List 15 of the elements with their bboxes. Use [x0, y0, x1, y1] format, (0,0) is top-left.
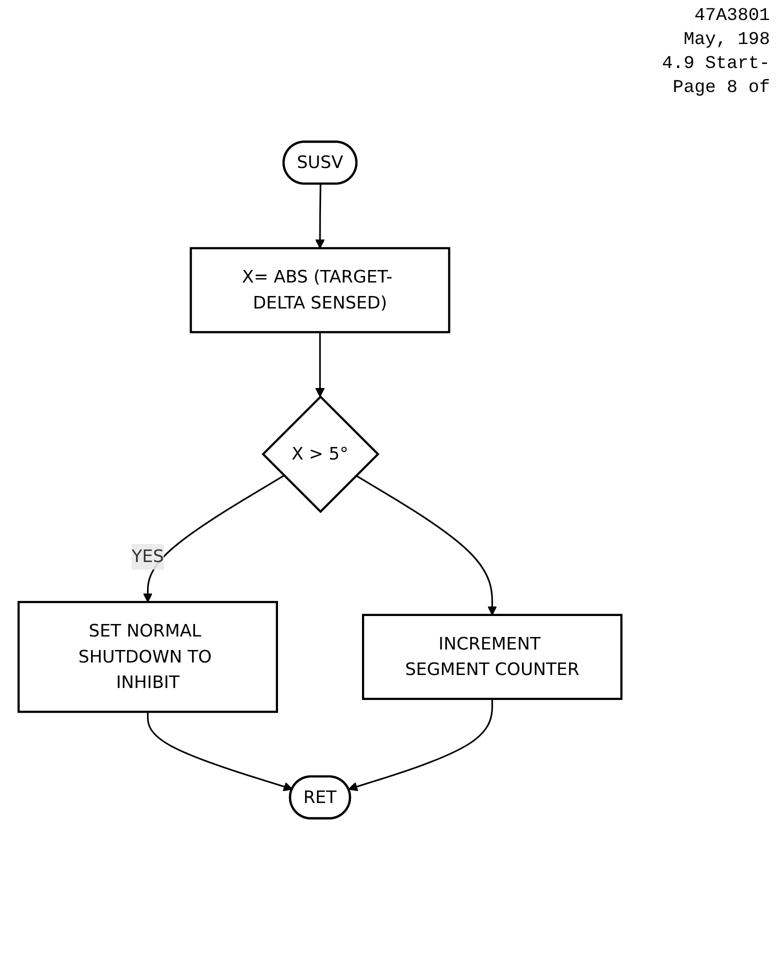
- arrow: [348, 698, 494, 792]
- arrow: [146, 712, 293, 792]
- node-box: SET NORMAL SHUTDOWN TO INHIBIT: [18, 600, 278, 713]
- edge-label: YES: [132, 546, 164, 566]
- header-text: May, 198: [682, 29, 770, 52]
- node-box: X= ABS (TARGET- DELTA SENSED): [190, 247, 450, 334]
- arrow: [143, 474, 284, 602]
- header-text: 4.9 Start-: [662, 53, 770, 76]
- header-text: Page 8 of: [672, 77, 770, 100]
- arrow: [315, 332, 325, 398]
- node-diamond: X > 5°: [262, 395, 380, 514]
- arrow: [356, 474, 497, 616]
- arrow: [315, 184, 325, 249]
- header-text: 47A3801: [693, 5, 770, 28]
- node-box: INCREMENT SEGMENT COUNTER: [362, 614, 622, 700]
